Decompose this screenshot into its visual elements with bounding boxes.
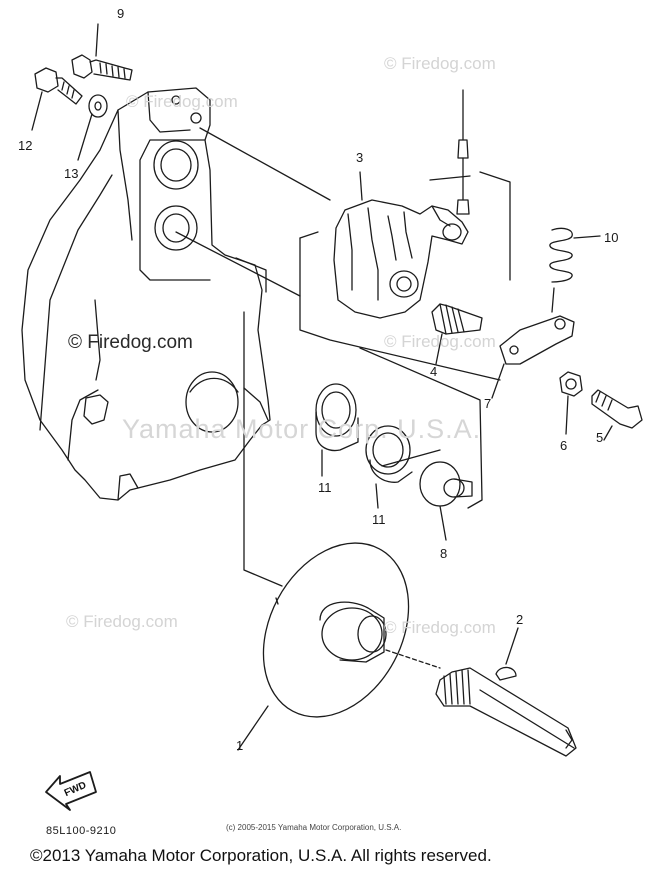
callout-11a: 11 [318,480,332,495]
bolt-12 [31,67,83,131]
watermark-top-left: © Firedog.com [126,92,238,111]
callout-10: 10 [604,230,619,245]
footer-copyright: ©2013 Yamaha Motor Corporation, U.S.A. A… [30,846,492,865]
crankcase-housing [21,87,271,501]
bolt-9 [71,23,133,81]
callout-5: 5 [596,430,604,445]
watermark-low-left: © Firedog.com [66,612,178,631]
lever-housing-3 [333,171,469,319]
callout-3: 3 [356,150,364,165]
watermark-low-right: © Firedog.com [384,618,496,637]
diagram-small-copyright: (c) 2005-2015 Yamaha Motor Corporation, … [226,823,402,832]
callout-8: 8 [440,546,448,561]
watermark-mid-right: © Firedog.com [384,332,496,351]
callout-6: 6 [560,438,568,453]
callout-9: 9 [117,6,125,21]
diagram-part-code: 85L100-9210 [46,825,117,837]
watermark-mid-left: © Firedog.com [68,332,193,353]
lever-plate-7 [491,287,575,399]
fwd-arrow-icon [45,771,97,811]
washer-8 [419,461,473,541]
callout-12: 12 [18,138,33,153]
watermark-company: Yamaha Motor Corp. U.S.A. [122,414,482,444]
leader-lines [175,127,511,587]
bearing-11-upper [315,383,359,477]
callout-1: 1 [236,738,244,753]
callout-11b: 11 [372,512,386,527]
impeller-disc-1 [237,542,410,751]
adjust-screw-4 [431,303,483,365]
nut-6 [559,371,583,435]
bolt-5 [591,389,643,441]
watermark-top-right: © Firedog.com [384,54,496,73]
throttle-cable-end [456,89,470,215]
callout-7: 7 [484,396,492,411]
spring-10 [549,227,601,283]
callout-13: 13 [64,166,79,181]
callout-4: 4 [430,364,438,379]
bearing-11-lower [365,425,413,509]
washer-13 [77,94,108,161]
key-2 [495,627,519,681]
callout-2: 2 [516,612,524,627]
drive-shaft [385,649,577,757]
